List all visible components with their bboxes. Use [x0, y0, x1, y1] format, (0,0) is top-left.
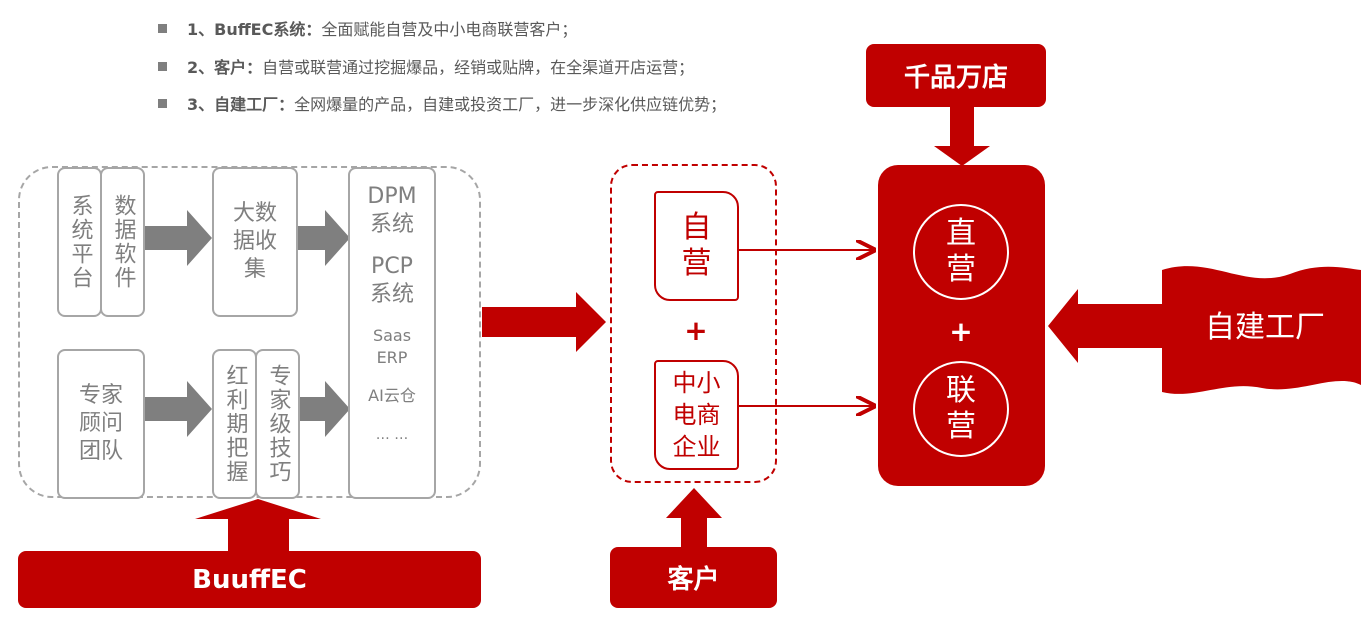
thousands-products-label: 千品万店 [903, 63, 1008, 93]
data-software-label: 数据软件 [110, 194, 136, 290]
joint-circle: 联营 [913, 361, 1009, 457]
bullet-3-text: 全网爆量的产品，自建或投资工厂，进一步深化供应链优势； [294, 95, 727, 114]
bullet-square-icon [158, 98, 167, 108]
big-data-label: 大数据收集 [232, 201, 277, 282]
bullet-2: 2、客户： 自营或联营通过挖掘爆品，经销或贴牌，在全渠道开店运营； [158, 54, 694, 78]
expert-skill-box: 专家级技巧 [255, 349, 300, 499]
red-arrow-to-customers [482, 292, 606, 352]
middle-plus-icon: + [684, 314, 708, 347]
customer-label: 客户 [667, 565, 720, 595]
customer-bar: 客户 [610, 547, 777, 608]
factory-banner [1162, 266, 1361, 394]
gray-arrow-4 [298, 381, 350, 437]
factory-label: 自建工厂 [1205, 310, 1325, 345]
gray-arrow-3 [143, 381, 212, 437]
direct-label: 直营 [946, 216, 976, 287]
data-software-box: 数据软件 [100, 167, 145, 317]
self-operated-box: 自营 [654, 191, 739, 301]
sme-box: 中小电商企业 [654, 360, 739, 470]
bullet-1-bold: 1、BuffEC系统： [187, 20, 322, 39]
joint-label: 联营 [946, 373, 976, 444]
dividend-label: 红利期把握 [222, 364, 248, 484]
gray-arrow-2 [298, 210, 350, 266]
bullet-3-bold: 3、自建工厂： [187, 95, 295, 114]
more-systems-label: … … [375, 427, 409, 443]
buuffec-bar: BuuffEC [18, 551, 481, 608]
bullet-2-bold: 2、客户： [187, 58, 263, 77]
expert-skill-label: 专家级技巧 [265, 364, 291, 484]
experts-team-box: 专家顾问团队 [57, 349, 145, 499]
pcp-system-label: PCP系统 [369, 254, 414, 307]
self-operated-label: 自营 [681, 210, 712, 281]
system-platform-label: 系统平台 [67, 194, 93, 290]
bullet-1: 1、BuffEC系统： 全面赋能自营及中小电商联营客户； [158, 16, 577, 40]
gray-arrow-1 [143, 210, 212, 266]
buuffec-label: BuuffEC [192, 564, 307, 595]
bullet-1-text: 全面赋能自营及中小电商联营客户； [321, 20, 578, 39]
dpm-system-label: DPM系统 [367, 184, 417, 237]
experts-team-label: 专家顾问团队 [78, 383, 123, 464]
bullet-2-text: 自营或联营通过挖掘爆品，经销或贴牌，在全渠道开店运营； [262, 58, 695, 77]
saas-erp-label: Saas ERP [372, 326, 412, 367]
big-data-box: 大数据收集 [212, 167, 298, 317]
system-platform-box: 系统平台 [57, 167, 102, 317]
right-plus-icon: + [949, 315, 973, 348]
systems-box: DPM系统 PCP系统 Saas ERP AI云仓 … … [348, 167, 436, 499]
direct-circle: 直营 [913, 204, 1009, 300]
bullet-square-icon [158, 61, 167, 71]
sme-label: 中小电商企业 [672, 369, 721, 461]
buuffec-up-arrow [195, 499, 321, 553]
customers-group [610, 164, 777, 483]
ai-warehouse-label: AI云仓 [368, 386, 416, 405]
dividend-box: 红利期把握 [212, 349, 257, 499]
bullet-3: 3、自建工厂： 全网爆量的产品，自建或投资工厂，进一步深化供应链优势； [158, 91, 726, 115]
thousands-products-box: 千品万店 [866, 44, 1046, 107]
top-down-arrow [934, 103, 990, 166]
customer-up-arrow [666, 488, 722, 548]
factory-left-arrow [1048, 289, 1162, 363]
bullet-square-icon [158, 23, 167, 33]
